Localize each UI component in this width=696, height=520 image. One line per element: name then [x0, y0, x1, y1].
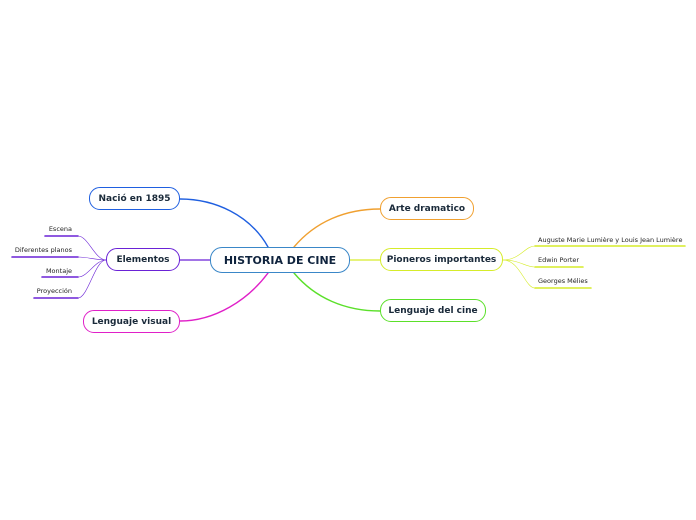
subtopic-lumiere[interactable]: Auguste Marie Lumière y Louis Jean Lumiè…	[538, 236, 683, 244]
topic-arte-dramatico[interactable]: Arte dramatico	[380, 197, 474, 220]
central-topic[interactable]: HISTORIA DE CINE	[210, 247, 350, 273]
subtopic-edwin-porter[interactable]: Edwin Porter	[538, 256, 580, 264]
subtopic-diferentes-planos[interactable]: Diferentes planos	[14, 246, 72, 254]
connector-lenguaje-visual	[179, 272, 269, 322]
connector-lenguaje-cine	[293, 272, 381, 312]
topic-lenguaje-del-cine[interactable]: Lenguaje del cine	[380, 299, 486, 322]
connector-montaje	[77, 259, 107, 278]
topic-pioneros-importantes[interactable]: Pioneros importantes	[380, 248, 503, 271]
topic-nacio-en-1895[interactable]: Nació en 1895	[89, 187, 180, 210]
topic-lenguaje-visual[interactable]: Lenguaje visual	[83, 310, 180, 333]
subtopic-proyeccion[interactable]: Proyección	[36, 287, 72, 295]
topic-elementos[interactable]: Elementos	[106, 248, 180, 271]
connector-georges-melies	[502, 259, 536, 289]
subtopic-montaje[interactable]: Montaje	[45, 267, 72, 275]
connector-lumiere	[502, 245, 536, 261]
connector-escena	[77, 235, 107, 261]
subtopic-escena[interactable]: Escena	[48, 225, 72, 233]
subtopic-georges-melies[interactable]: Georges Mélies	[538, 277, 588, 285]
connector-arte-dramatico	[293, 208, 381, 248]
connector-diferentes-planos	[77, 256, 107, 261]
connector-nacio	[179, 198, 269, 248]
connector-proyeccion	[77, 259, 107, 299]
connector-edwin-porter	[502, 259, 536, 268]
